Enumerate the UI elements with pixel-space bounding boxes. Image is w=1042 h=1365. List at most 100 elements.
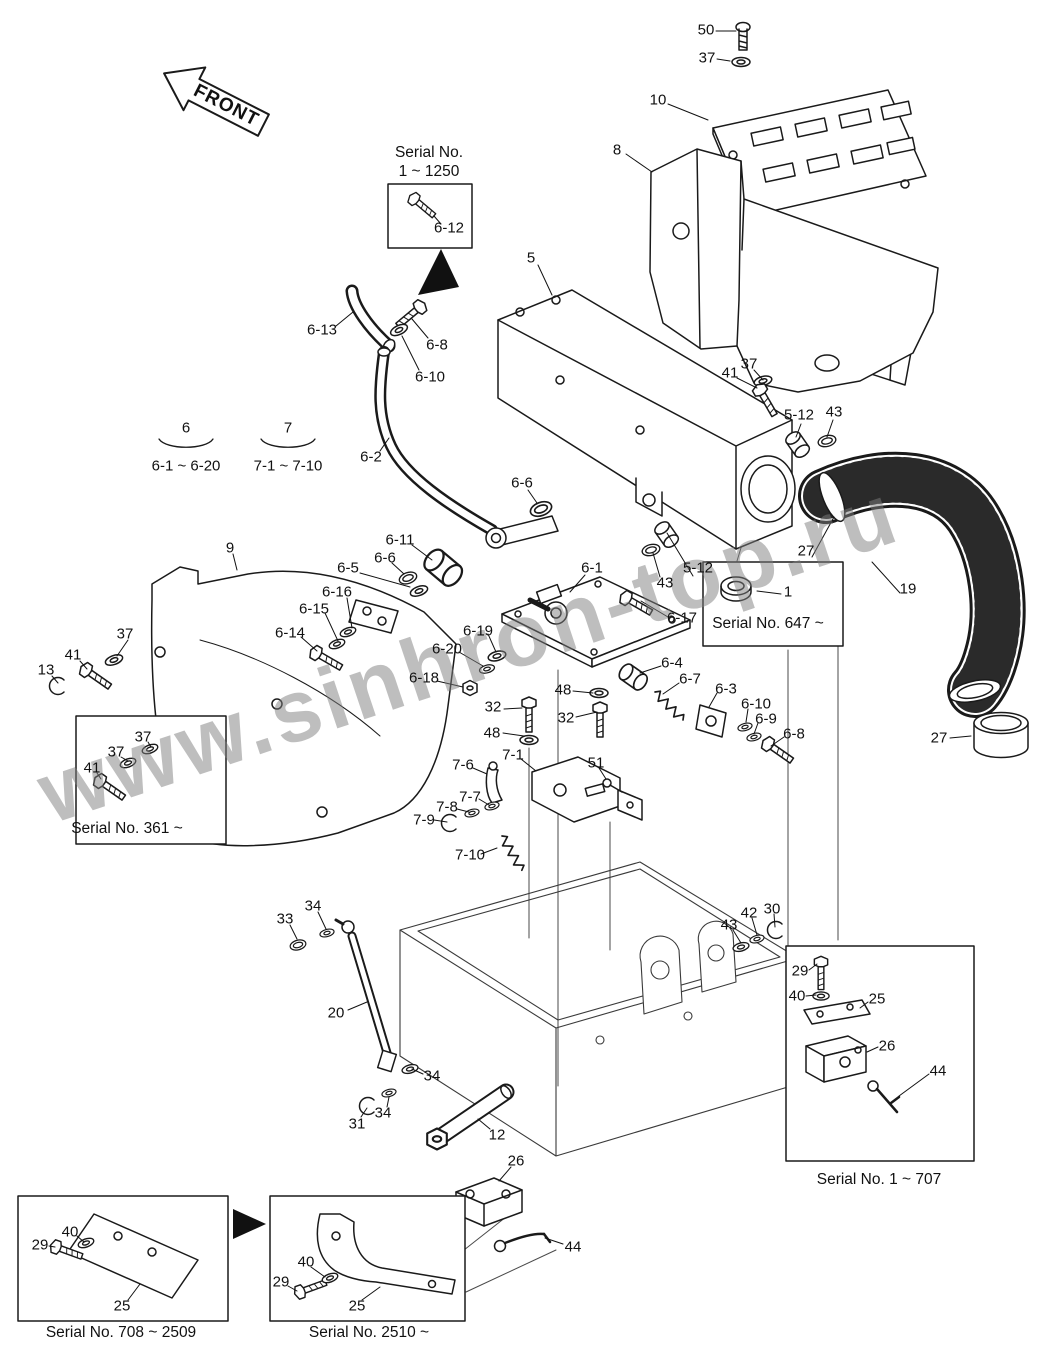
caption-serial-1-1250-line2: 1 ~ 1250 xyxy=(398,163,460,180)
callout-27: 27 xyxy=(797,542,815,560)
leader-lines xyxy=(48,30,972,1301)
callout-43: 43 xyxy=(720,916,738,934)
frame-ear-left xyxy=(639,935,683,1015)
bolt-50-icon xyxy=(735,21,751,51)
housing-5 xyxy=(497,289,796,550)
callout-51: 51 xyxy=(587,754,605,772)
black-arrow-box-e xyxy=(233,1209,266,1239)
callout-9: 9 xyxy=(225,539,235,557)
callout-6-13: 6-13 xyxy=(306,321,338,339)
callout-32: 32 xyxy=(484,698,502,716)
detail-box-serial-647 xyxy=(702,561,844,647)
callout-8: 8 xyxy=(612,141,622,159)
callout-41: 41 xyxy=(83,759,101,777)
handle-6-13 xyxy=(345,284,396,354)
bracket-6-16-plate xyxy=(348,599,399,634)
callout-34: 34 xyxy=(423,1067,441,1085)
callout-37: 37 xyxy=(740,355,758,373)
callout-40: 40 xyxy=(61,1223,79,1241)
callout-7-8: 7-8 xyxy=(436,798,458,816)
pin-51-icon xyxy=(602,778,623,793)
callout-10: 10 xyxy=(649,91,667,109)
group-7-number: 7 xyxy=(283,419,293,437)
rod-20 xyxy=(334,918,398,1073)
callout-37: 37 xyxy=(116,625,134,643)
callout-12: 12 xyxy=(488,1126,506,1144)
plate-6-3 xyxy=(695,704,727,738)
callout-40: 40 xyxy=(788,987,806,1005)
callout-6-12: 6-12 xyxy=(433,219,465,237)
callout-25: 25 xyxy=(868,990,886,1008)
pin-12 xyxy=(431,1083,515,1146)
callout-1: 1 xyxy=(783,583,793,601)
callout-6-8: 6-8 xyxy=(426,336,448,354)
construction-lines xyxy=(463,537,839,1293)
callout-26: 26 xyxy=(878,1037,896,1055)
callout-41: 41 xyxy=(721,364,739,382)
callout-6-7: 6-7 xyxy=(679,670,701,688)
intake-hose-19 xyxy=(798,451,1026,718)
callout-34: 34 xyxy=(304,897,322,915)
wire-44-main xyxy=(493,1232,552,1253)
callout-7-9: 7-9 xyxy=(413,811,435,829)
detail-box-serial-2510 xyxy=(269,1195,466,1322)
callout-31: 31 xyxy=(348,1115,366,1133)
callout-13: 13 xyxy=(37,661,55,679)
detail-box-serial-1-1250 xyxy=(387,183,473,249)
callout-37: 37 xyxy=(698,49,716,67)
callout-25: 25 xyxy=(113,1297,131,1315)
callout-43: 43 xyxy=(825,403,843,421)
callout-6-9: 6-9 xyxy=(755,710,777,728)
group-6-number: 6 xyxy=(181,419,191,437)
callout-6-1: 6-1 xyxy=(581,559,603,577)
callout-50: 50 xyxy=(697,21,715,39)
callout-7-6: 7-6 xyxy=(452,756,474,774)
callout-48: 48 xyxy=(483,724,501,742)
callout-37: 37 xyxy=(107,743,125,761)
callout-34: 34 xyxy=(374,1104,392,1122)
caption-serial-1-1250-line1: Serial No. xyxy=(394,144,464,161)
callout-6-14: 6-14 xyxy=(274,624,306,642)
callout-6-3: 6-3 xyxy=(715,680,737,698)
callout-5-12: 5-12 xyxy=(783,406,815,424)
frame-ear-right xyxy=(697,920,737,993)
callout-33: 33 xyxy=(276,910,294,928)
caption-serial-1-707: Serial No. 1 ~ 707 xyxy=(816,1171,942,1188)
callout-5-12: 5-12 xyxy=(682,559,714,577)
callout-6-11: 6-11 xyxy=(385,531,415,549)
callout-29: 29 xyxy=(791,962,809,980)
callout-6-10: 6-10 xyxy=(740,695,772,713)
callout-6-6: 6-6 xyxy=(511,474,533,492)
callout-6-8: 6-8 xyxy=(783,725,805,743)
callout-43: 43 xyxy=(656,574,674,592)
detail-box-serial-1-707 xyxy=(785,945,975,1162)
caption-serial-361: Serial No. 361 ~ xyxy=(71,820,183,837)
upper-cover-8 xyxy=(649,148,939,393)
callout-6-6: 6-6 xyxy=(374,549,396,567)
bracket-25-e xyxy=(316,1213,456,1295)
callout-6-4: 6-4 xyxy=(661,654,683,672)
callout-19: 19 xyxy=(899,580,917,598)
block-26-c xyxy=(805,1035,867,1083)
callout-6-15: 6-15 xyxy=(298,600,330,618)
callout-6-17: 6-17 xyxy=(666,609,698,627)
ring-27 xyxy=(973,711,1029,759)
callout-32: 32 xyxy=(557,709,575,727)
callout-27: 27 xyxy=(930,729,948,747)
caption-serial-647: Serial No. 647 ~ xyxy=(712,615,824,632)
caption-serial-708-2509: Serial No. 708 ~ 2509 xyxy=(45,1324,197,1341)
callout-42: 42 xyxy=(740,904,758,922)
front-arrow xyxy=(163,66,270,137)
group-7-range: 7-1 ~ 7-10 xyxy=(253,457,323,475)
lever-7-6 xyxy=(485,761,503,804)
wire-44-c xyxy=(867,1080,901,1114)
tube-6-2 xyxy=(374,346,498,536)
callout-5: 5 xyxy=(526,249,536,267)
group-6-range: 6-1 ~ 6-20 xyxy=(151,457,221,475)
callout-44: 44 xyxy=(564,1238,582,1256)
callout-6-19: 6-19 xyxy=(462,622,494,640)
callout-6-2: 6-2 xyxy=(360,448,382,466)
